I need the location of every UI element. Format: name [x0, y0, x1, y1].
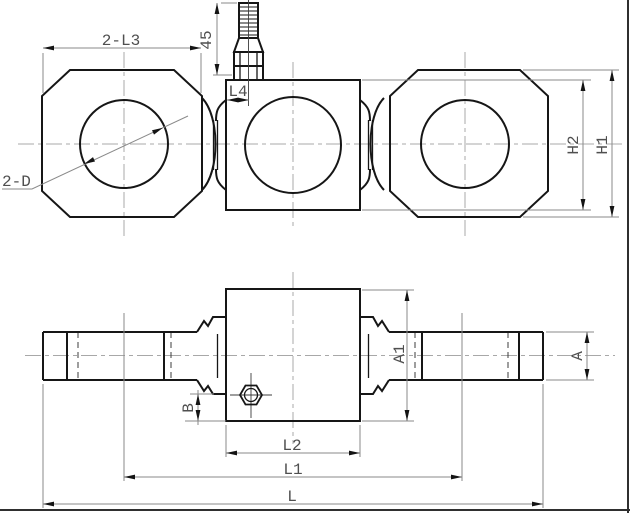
dim-h1-lines — [523, 69, 619, 218]
hidden-lines — [77, 332, 509, 380]
left-flare — [196, 316, 226, 395]
dim-l4-label: L4 — [228, 83, 247, 101]
dim-h2-label: H2 — [565, 135, 583, 154]
dim-l2: L2 — [225, 425, 361, 457]
dim-a: A — [546, 331, 594, 381]
hex-screw-circle — [243, 387, 259, 403]
left-flexure-neck — [201, 97, 227, 191]
leader-2-d-arrows — [84, 127, 163, 164]
right-flexure-neck — [359, 97, 385, 191]
dim-l-lines — [42, 384, 544, 508]
dim-l1-label: L1 — [283, 461, 302, 479]
dim-a1-lines — [362, 289, 414, 422]
leader-2-d-label: 2-D — [2, 173, 31, 191]
dim-45-label: 45 — [198, 30, 216, 49]
dim-h1-label: H1 — [594, 135, 612, 154]
right-flare — [360, 316, 390, 395]
dim-b-arrows — [195, 394, 201, 421]
right-octagon-eye — [389, 69, 549, 218]
dim-a1-label: A1 — [391, 344, 409, 363]
dim-l2-lines — [225, 425, 361, 457]
right-mounting-hole — [420, 99, 510, 189]
top-view — [41, 0, 549, 218]
dim-a-arrows — [584, 332, 590, 380]
right-shaft — [389, 331, 544, 381]
left-shaft — [42, 331, 197, 381]
dim-l1-lines — [123, 313, 463, 481]
dim-l2-label: L2 — [282, 437, 301, 455]
dim-l-label: L — [287, 488, 297, 506]
left-octagon-eye — [41, 69, 203, 218]
hex-screw-head — [238, 384, 264, 406]
dim-l: L — [42, 384, 544, 508]
dim-l4-arrows — [227, 97, 249, 103]
center-block-front-view — [225, 288, 361, 422]
dim-b: B — [180, 390, 226, 425]
hex-screw-crosshair — [230, 373, 272, 418]
dim-l4: L4 — [227, 83, 249, 103]
centerlines — [18, 52, 622, 444]
dim-a1: A1 — [362, 289, 414, 422]
left-mounting-hole — [79, 99, 169, 189]
center-block-top-view — [225, 79, 361, 211]
leader-2-d: 2-D — [2, 115, 189, 191]
dim-b-label: B — [180, 403, 198, 413]
dim-h1: H1 — [523, 69, 619, 218]
dim-l1: L1 — [123, 313, 463, 481]
hex-screw — [230, 373, 272, 418]
dim-45: 45 — [198, 2, 237, 76]
stud-nut-chamfer-lines — [239, 52, 258, 80]
right-flexure-neck-edges — [367, 120, 374, 170]
dim-h2-lines — [362, 79, 591, 211]
dim-a-label: A — [569, 351, 587, 361]
left-flexure-neck-edges — [212, 120, 219, 170]
dim-h2: H2 — [362, 79, 591, 211]
dim-2-l3-label: 2-L3 — [102, 32, 140, 50]
center-bore — [244, 96, 342, 194]
dim-2-l3-lines — [42, 47, 202, 93]
leader-2-d-line — [2, 115, 189, 190]
dim-45-lines — [213, 2, 237, 76]
front-view — [42, 288, 544, 422]
dim-2-l3: 2-L3 — [42, 32, 202, 93]
threaded-stud — [232, 0, 265, 106]
